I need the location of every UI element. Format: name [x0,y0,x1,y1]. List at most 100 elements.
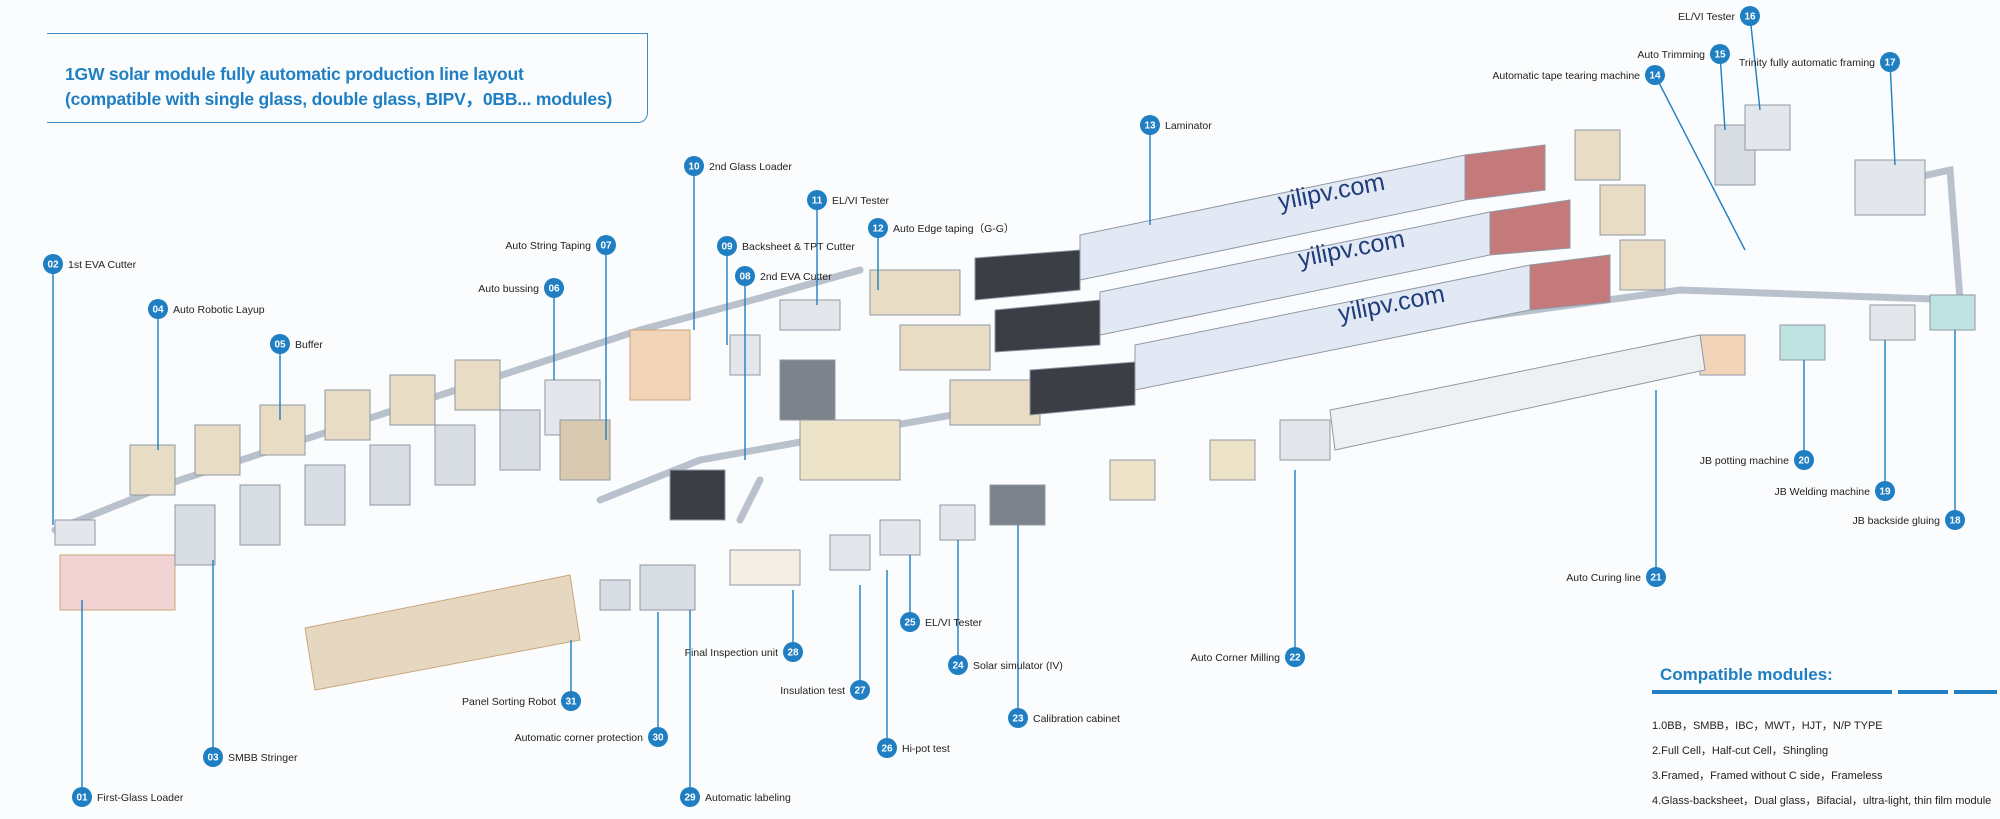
callout-label-01: First-Glass Loader [97,792,184,804]
callout-number-16: 16 [1744,12,1756,23]
callout-number-06: 06 [548,284,560,295]
callout-badge-18 [1945,510,1965,530]
jb-potting-cage [1699,334,1746,376]
callout-label-05: Buffer [295,339,323,351]
callout-label-17: Trinity fully automatic framing [1739,57,1875,69]
callout-badge-26 [877,738,897,758]
callout-label-09: Backsheet & TPT Cutter [742,241,855,253]
calibration-cabinet [989,484,1046,526]
callout-label-21: Auto Curing line [1566,572,1641,584]
callout-badge-13 [1140,115,1160,135]
callout-number-26: 26 [881,744,893,755]
compatible-item-4: 4.Glass-backsheet，Dual glass，Bifacial，ul… [1652,795,1992,807]
callout-number-24: 24 [952,661,964,672]
callout-label-18: JB backside gluing [1852,515,1940,527]
heading-rule [1652,690,1892,694]
callout-line-16 [1749,15,1761,111]
callout-badge-10 [684,156,704,176]
callout-number-14: 14 [1649,71,1661,82]
callout-number-09: 09 [721,242,733,253]
eva-cutter-machine [54,519,96,546]
layup-station-1 [129,444,176,496]
callout-number-05: 05 [274,340,286,351]
corner-milling-cage [1209,439,1256,481]
compatible-heading: Compatible modules: [1660,665,1833,684]
callout-badge-22 [1285,647,1305,667]
heading-rule-2 [1898,690,1948,694]
compatible-item-1: 1.0BB，SMBB，IBC，MWT，HJT，N/P TYPE [1652,720,1883,732]
callout-badge-02 [43,254,63,274]
callout-badge-19 [1875,481,1895,501]
callout-label-16: EL/VI Tester [1678,11,1736,23]
callout-number-17: 17 [1884,58,1896,69]
laminator-3-cover [1029,361,1136,416]
callout-badge-03 [203,747,223,767]
callout-label-06: Auto bussing [478,283,539,295]
hipot-tester [829,534,871,571]
pre-laminator-3 [949,379,1041,426]
callout-badge-27 [850,680,870,700]
callout-number-20: 20 [1798,456,1810,467]
connector-track [736,476,764,524]
jb-welding [1869,304,1916,341]
callout-badge-16 [1740,6,1760,26]
callout-label-20: JB potting machine [1700,455,1789,467]
callout-number-12: 12 [872,224,884,235]
callout-label-23: Calibration cabinet [1033,713,1120,725]
callout-badge-15 [1710,44,1730,64]
callout-number-15: 15 [1714,50,1726,61]
callout-badge-28 [783,642,803,662]
callout-number-08: 08 [739,272,751,283]
compatible-item-3: 3.Framed，Framed without C side，Frameless [1652,770,1883,782]
eva-cutter-2-machine [669,469,726,521]
callout-number-27: 27 [854,686,866,697]
callout-label-24: Solar simulator (IV) [973,660,1063,672]
callout-line-14 [1654,74,1746,251]
glass-loader-cage [59,554,176,611]
layup-station-4 [324,389,371,441]
tape-tearing-2 [1599,184,1646,236]
edge-taping-machine [779,359,836,421]
tape-tearing-1 [1574,129,1621,181]
callout-number-07: 07 [600,241,612,252]
callout-number-13: 13 [1144,121,1156,132]
callout-badge-09 [717,236,737,256]
el-vi-tester-2 [1744,104,1791,151]
callout-number-25: 25 [904,618,916,629]
laminator-2-outfeed [1489,199,1571,256]
sorting-robot-racks [304,574,581,691]
callout-label-30: Automatic corner protection [515,732,644,744]
callout-label-31: Panel Sorting Robot [462,696,556,708]
page-title: 1GW solar module fully automatic product… [65,64,524,84]
callout-number-29: 29 [684,793,696,804]
callout-label-19: JB Welding machine [1774,486,1870,498]
callout-label-15: Auto Trimming [1637,49,1705,61]
laminator-2-cover [994,299,1101,353]
laminator-1-outfeed [1464,144,1546,201]
heading-rule-3 [1954,690,1997,694]
callout-badge-05 [270,334,290,354]
callout-label-08: 2nd EVA Cutter [760,271,832,283]
callout-label-14: Automatic tape tearing machine [1492,70,1640,82]
callout-label-04: Auto Robotic Layup [173,304,265,316]
test-cage [1109,459,1156,501]
stringer-6 [499,409,541,471]
layup-station-3 [259,404,306,456]
callout-line-15 [1719,53,1726,131]
callout-badge-04 [148,299,168,319]
callout-badge-31 [561,691,581,711]
callout-number-31: 31 [565,697,577,708]
callout-badge-07 [596,235,616,255]
callout-badge-17 [1880,52,1900,72]
layup-station-6 [454,359,501,411]
second-glass-loader-cage [629,329,691,401]
callout-label-10: 2nd Glass Loader [709,161,792,173]
laminator-3-outfeed [1529,254,1611,311]
callout-number-23: 23 [1012,714,1024,725]
page-subtitle: (compatible with single glass, double gl… [65,89,613,109]
laminators [974,144,1611,416]
edge-taping-line [799,419,901,481]
pre-laminator-1 [869,269,961,316]
callout-badge-11 [807,190,827,210]
